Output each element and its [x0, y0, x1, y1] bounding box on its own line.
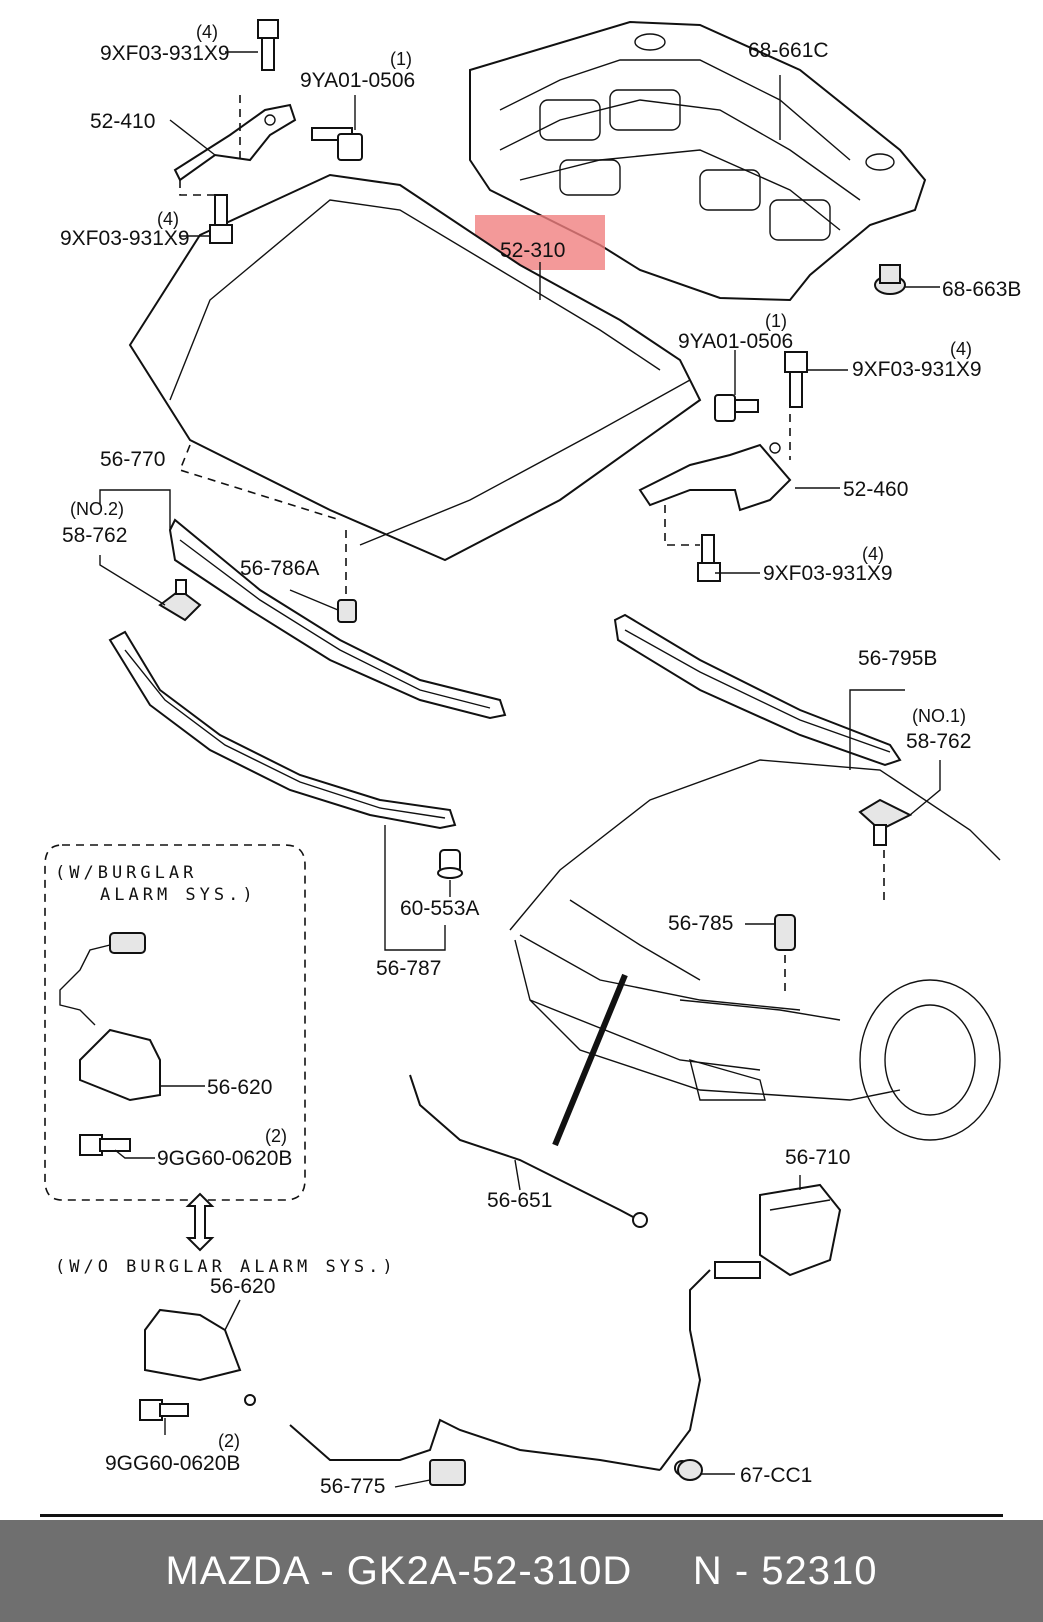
- label-52-460: 52-460: [843, 478, 908, 501]
- qty-9YA01-0506-right: (1): [765, 311, 787, 331]
- qty-9XF03-931X9-right: (4): [950, 339, 972, 359]
- label-9XF03-931X9-left: 9XF03-931X9: [60, 227, 190, 250]
- seal-56-795B: [613, 613, 902, 767]
- label-9YA01-0506-top: 9YA01-0506: [300, 69, 415, 92]
- note-no2: (NO.2): [70, 499, 124, 519]
- label-67-CC1: 67-CC1: [740, 1464, 812, 1487]
- alarm-toggle-arrow: [185, 1192, 215, 1252]
- label-56-620-no-alarm: 56-620: [210, 1275, 275, 1298]
- bolt-lower-left: [209, 194, 233, 244]
- bolt-right-2: [784, 351, 808, 408]
- seal-56-787: [108, 630, 457, 830]
- hood-hinge-right: [638, 400, 792, 546]
- clip-67-CC1: [677, 1459, 703, 1481]
- qty-9XF03-931X9-bottom: (4): [862, 544, 884, 564]
- qty-9GG60-0620B-alarm: (2): [265, 1126, 287, 1146]
- label-56-710: 56-710: [785, 1146, 850, 1169]
- hood-latch: [139, 1308, 242, 1421]
- part-number-caption: MAZDA - GK2A-52-310D N - 52310: [165, 1548, 878, 1593]
- label-9GG60-0620B-alarm: 9GG60-0620B: [157, 1147, 292, 1170]
- label-52-310: 52-310: [500, 239, 565, 262]
- vehicle-body: [509, 759, 1001, 1141]
- label-56-620-alarm: 56-620: [207, 1076, 272, 1099]
- no-alarm-title: (W/O BURGLAR ALARM SYS.): [55, 1257, 397, 1277]
- hood-panel: [128, 173, 702, 562]
- prop-rod-56-651: [409, 973, 648, 1228]
- label-56-770: 56-770: [100, 448, 165, 471]
- alarm-title-line2: ALARM SYS.): [100, 885, 257, 905]
- label-56-775: 56-775: [320, 1475, 385, 1498]
- hood-insulator: [469, 20, 927, 302]
- bolt-top-left: [257, 19, 279, 71]
- clip-68-663B: [874, 264, 906, 295]
- divider: [40, 1514, 1003, 1517]
- label-56-785: 56-785: [668, 912, 733, 935]
- qty-9GG60-0620B-no-alarm: (2): [218, 1431, 240, 1451]
- alarm-title-line1: (W/BURGLAR: [55, 863, 197, 883]
- label-9GG60-0620B-no-alarm: 9GG60-0620B: [105, 1452, 240, 1475]
- stopper-56-785: [774, 914, 796, 995]
- clip-no1-58-762: [858, 798, 913, 900]
- bolt-right-1: [714, 394, 759, 422]
- label-9YA01-0506-right: 9YA01-0506: [678, 330, 793, 353]
- label-9XF03-931X9-right: 9XF03-931X9: [852, 358, 982, 381]
- parts-diagram: (4) 9XF03-931X9 (1) 9YA01-0506 52-410 (4…: [44, 19, 1021, 1498]
- hood-hinge-left: [173, 95, 297, 196]
- qty-9XF03-931X9-left: (4): [157, 209, 179, 229]
- label-9XF03-931X9-bottom: 9XF03-931X9: [763, 562, 893, 585]
- label-68-661C: 68-661C: [748, 39, 829, 62]
- label-68-663B: 68-663B: [942, 278, 1021, 301]
- bolt-top-center: [311, 127, 363, 161]
- footer-bar: MAZDA - GK2A-52-310D N - 52310: [0, 1520, 1043, 1622]
- label-56-651: 56-651: [487, 1189, 552, 1212]
- label-58-762-no1: 58-762: [906, 730, 971, 753]
- label-9XF03-931X9-top: 9XF03-931X9: [100, 42, 230, 65]
- bolt-right-3: [697, 534, 721, 582]
- label-60-553A: 60-553A: [400, 897, 479, 920]
- clip-no2-58-762: [158, 579, 202, 622]
- qty-9XF03-931X9-top: (4): [196, 22, 218, 42]
- stopper-56-786A: [337, 530, 357, 623]
- release-handle-56-710: [714, 1183, 842, 1279]
- release-cable: [244, 1269, 711, 1486]
- label-56-786A: 56-786A: [240, 557, 319, 580]
- label-56-795B: 56-795B: [858, 647, 937, 670]
- leader-lines: [99, 51, 941, 1488]
- label-52-410: 52-410: [90, 110, 155, 133]
- qty-9YA01-0506-top: (1): [390, 49, 412, 69]
- seal-56-770: [168, 518, 507, 720]
- label-58-762-no2: 58-762: [62, 524, 127, 547]
- note-no1: (NO.1): [912, 706, 966, 726]
- burglar-alarm-box: [44, 844, 306, 1201]
- label-56-787: 56-787: [376, 957, 441, 980]
- clip-60-553A: [437, 849, 463, 879]
